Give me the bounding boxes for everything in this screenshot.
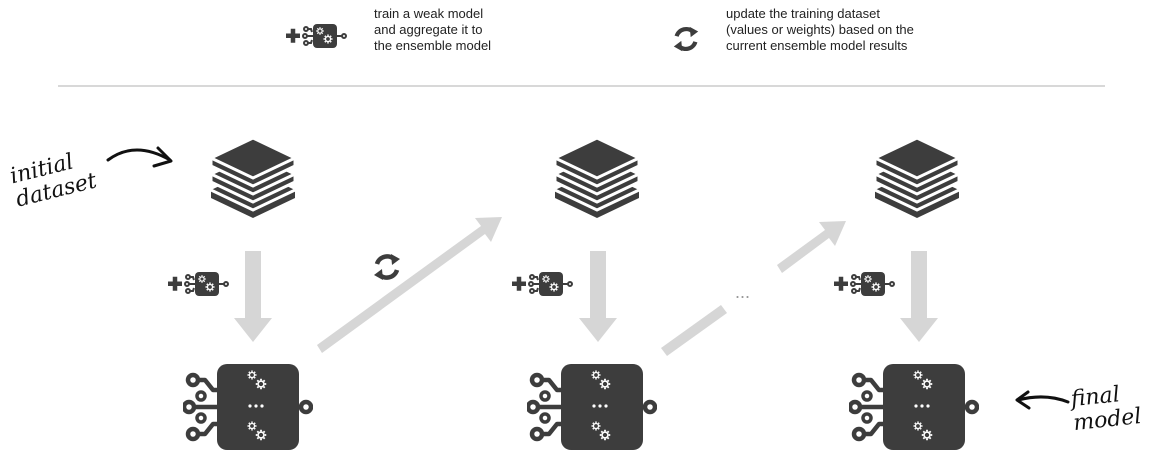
diagonal-arrow-2b <box>777 221 846 273</box>
down-arrows <box>234 251 938 342</box>
down-arrow-2 <box>579 251 617 342</box>
ensemble-model-icon-1 <box>184 364 311 450</box>
down-arrow-3 <box>900 251 938 342</box>
dataset-icon-2 <box>553 138 641 220</box>
ellipsis-label: ... <box>735 282 750 302</box>
update-legend-icon <box>674 27 698 51</box>
weak-model-legend-icon <box>286 24 346 48</box>
dataset-icon-1 <box>209 138 297 220</box>
annotation-arrows <box>106 146 1070 410</box>
diagonal-arrows <box>317 217 846 356</box>
dataset-icon-3 <box>873 138 961 220</box>
legend-train-text: train a weak model and aggregate it to t… <box>374 6 492 53</box>
ensemble-model-icon-3 <box>850 364 977 450</box>
down-arrow-1 <box>234 251 272 342</box>
weak-model-icon-1 <box>168 272 228 296</box>
update-icon <box>374 254 400 280</box>
diagonal-arrow-2a <box>661 305 727 356</box>
diagonal-arrow-1 <box>317 217 502 353</box>
final-model-annotation: final model <box>1069 382 1143 437</box>
initial-dataset-arrow <box>106 148 172 162</box>
weak-model-icon-3 <box>834 272 894 296</box>
weak-model-icon-2 <box>512 272 572 296</box>
ensemble-model-icon-2 <box>528 364 655 450</box>
final-model-arrow <box>1016 395 1070 404</box>
legend-update-text: update the training dataset (values or w… <box>726 6 914 53</box>
